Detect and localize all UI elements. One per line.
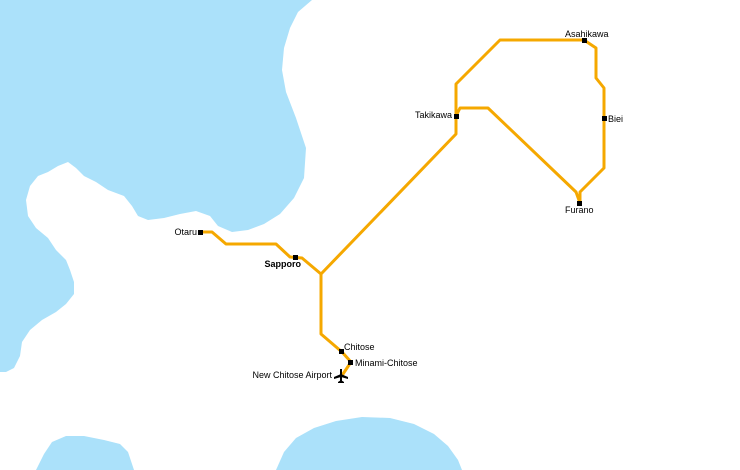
station-markers bbox=[198, 38, 607, 365]
line-takikawa-asahikawa bbox=[454, 38, 606, 205]
station-label-otaru[interactable]: Otaru bbox=[174, 227, 197, 237]
station-marker-icon[interactable] bbox=[339, 349, 344, 354]
station-marker-icon[interactable] bbox=[454, 114, 459, 119]
station-marker-icon[interactable] bbox=[198, 230, 203, 235]
sea-bottom-left bbox=[36, 436, 134, 470]
station-marker-icon[interactable] bbox=[348, 360, 353, 365]
line-sapporo-takikawa bbox=[319, 114, 458, 276]
line-otaru-sapporo bbox=[198, 230, 323, 276]
pacific-bay bbox=[276, 417, 462, 470]
station-label-biei[interactable]: Biei bbox=[608, 114, 623, 124]
line-takikawa-furano bbox=[454, 106, 582, 205]
station-marker-icon[interactable] bbox=[602, 116, 607, 121]
station-label-takikawa[interactable]: Takikawa bbox=[415, 110, 452, 120]
water bbox=[0, 0, 462, 470]
station-label-minami-chitose[interactable]: Minami-Chitose bbox=[355, 358, 418, 368]
rail-lines bbox=[198, 38, 606, 376]
station-marker-icon[interactable] bbox=[582, 38, 587, 43]
station-label-furano[interactable]: Furano bbox=[565, 205, 594, 215]
sea-of-japan bbox=[0, 0, 312, 372]
airplane-icon[interactable] bbox=[334, 369, 348, 383]
station-label-asahikawa[interactable]: Asahikawa bbox=[565, 29, 609, 39]
station-label-airport[interactable]: New Chitose Airport bbox=[252, 370, 332, 380]
station-marker-icon[interactable] bbox=[577, 201, 582, 206]
line-sapporo-airport bbox=[319, 272, 353, 376]
station-labels: Otaru Sapporo Chitose Minami-Chitose New… bbox=[174, 29, 623, 380]
station-label-sapporo[interactable]: Sapporo bbox=[264, 259, 301, 269]
station-marker-icon[interactable] bbox=[293, 255, 298, 260]
station-label-chitose[interactable]: Chitose bbox=[344, 342, 375, 352]
